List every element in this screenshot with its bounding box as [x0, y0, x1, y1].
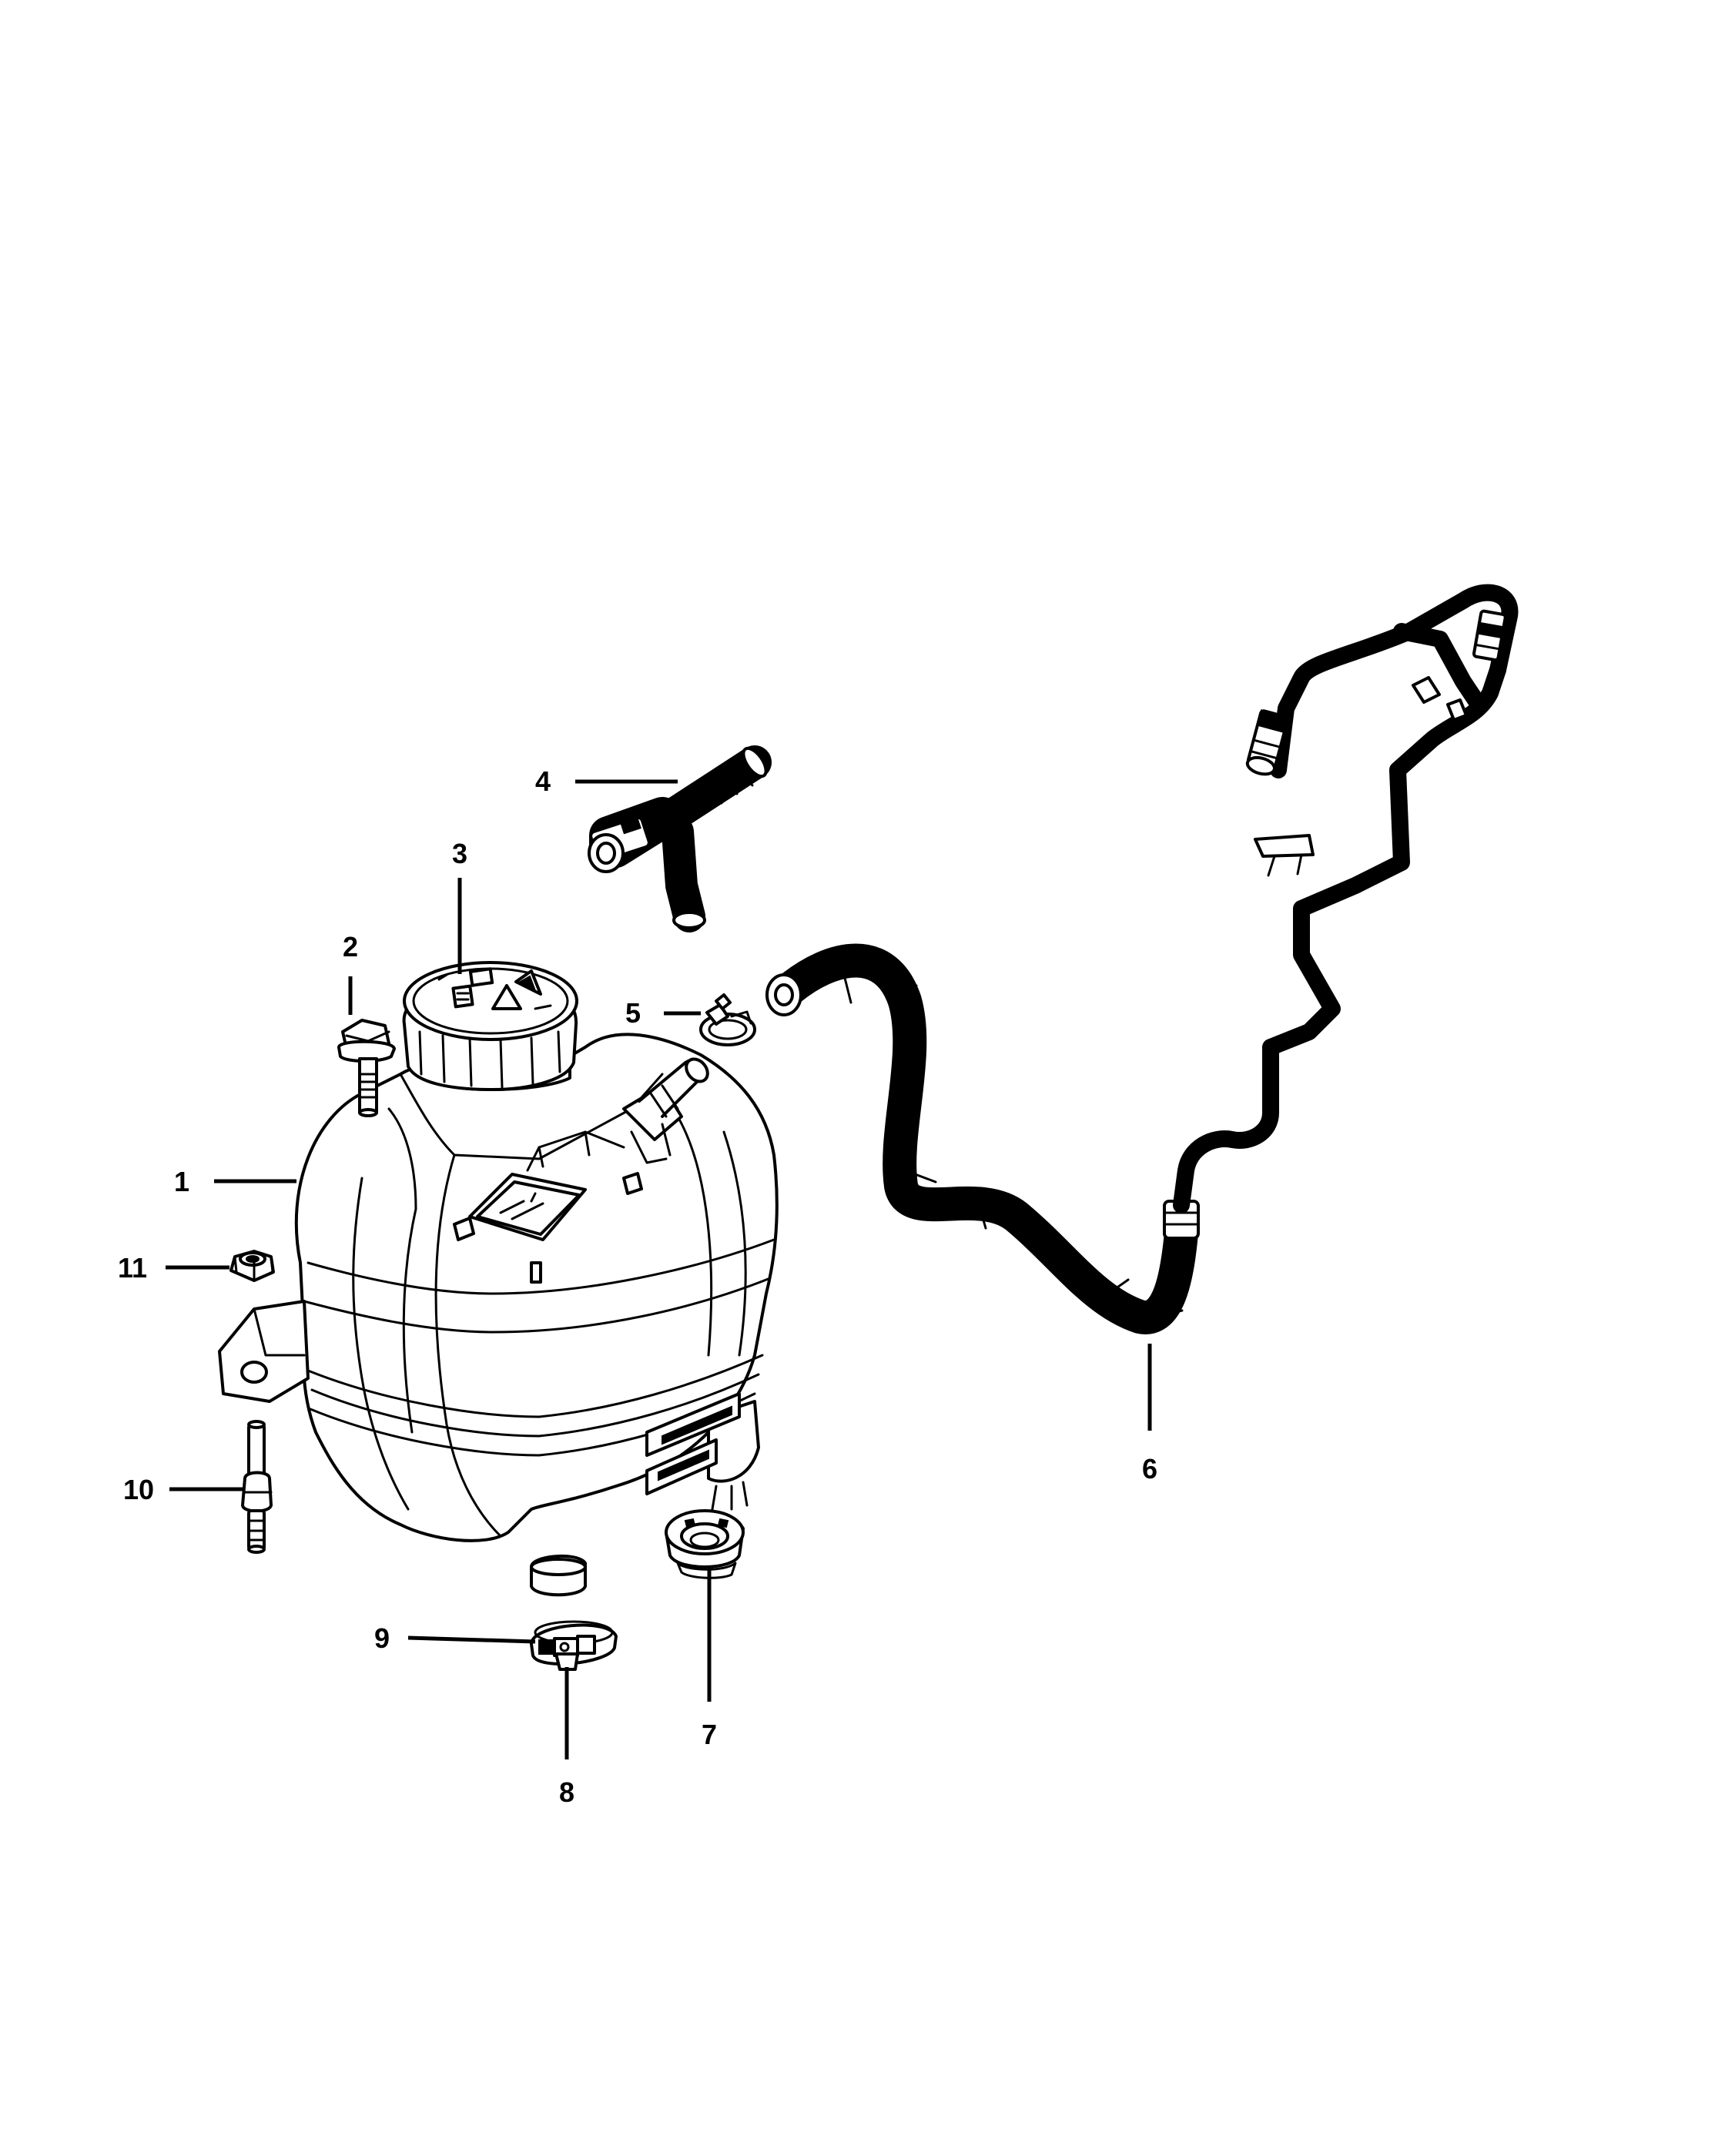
bolt: [337, 1019, 396, 1117]
callout-6: 6: [1142, 1453, 1157, 1485]
callout-9: 9: [374, 1622, 390, 1654]
leader-9: [407, 1635, 536, 1644]
nut: [229, 1250, 275, 1282]
callout-labels: 1 2 3 4 5 6 7 8 9 10 11: [118, 765, 1157, 1808]
small-clamp: [530, 1620, 618, 1671]
coolant-hose-assembly: [765, 584, 1519, 1334]
leader-lines: [166, 779, 1152, 1759]
callout-5: 5: [625, 997, 641, 1029]
callout-7: 7: [702, 1719, 717, 1750]
callout-11: 11: [118, 1252, 147, 1284]
pressure-cap: [402, 961, 578, 1091]
callout-8: 8: [559, 1776, 574, 1808]
stud: [241, 1420, 273, 1554]
hose-clamp-5: [699, 993, 756, 1046]
grommet: [665, 1509, 745, 1579]
callout-4: 4: [535, 765, 551, 797]
tee-connector: [588, 745, 772, 932]
callout-10: 10: [123, 1474, 154, 1505]
callout-3: 3: [452, 838, 467, 869]
callout-1: 1: [174, 1166, 189, 1197]
callout-2: 2: [343, 931, 358, 962]
